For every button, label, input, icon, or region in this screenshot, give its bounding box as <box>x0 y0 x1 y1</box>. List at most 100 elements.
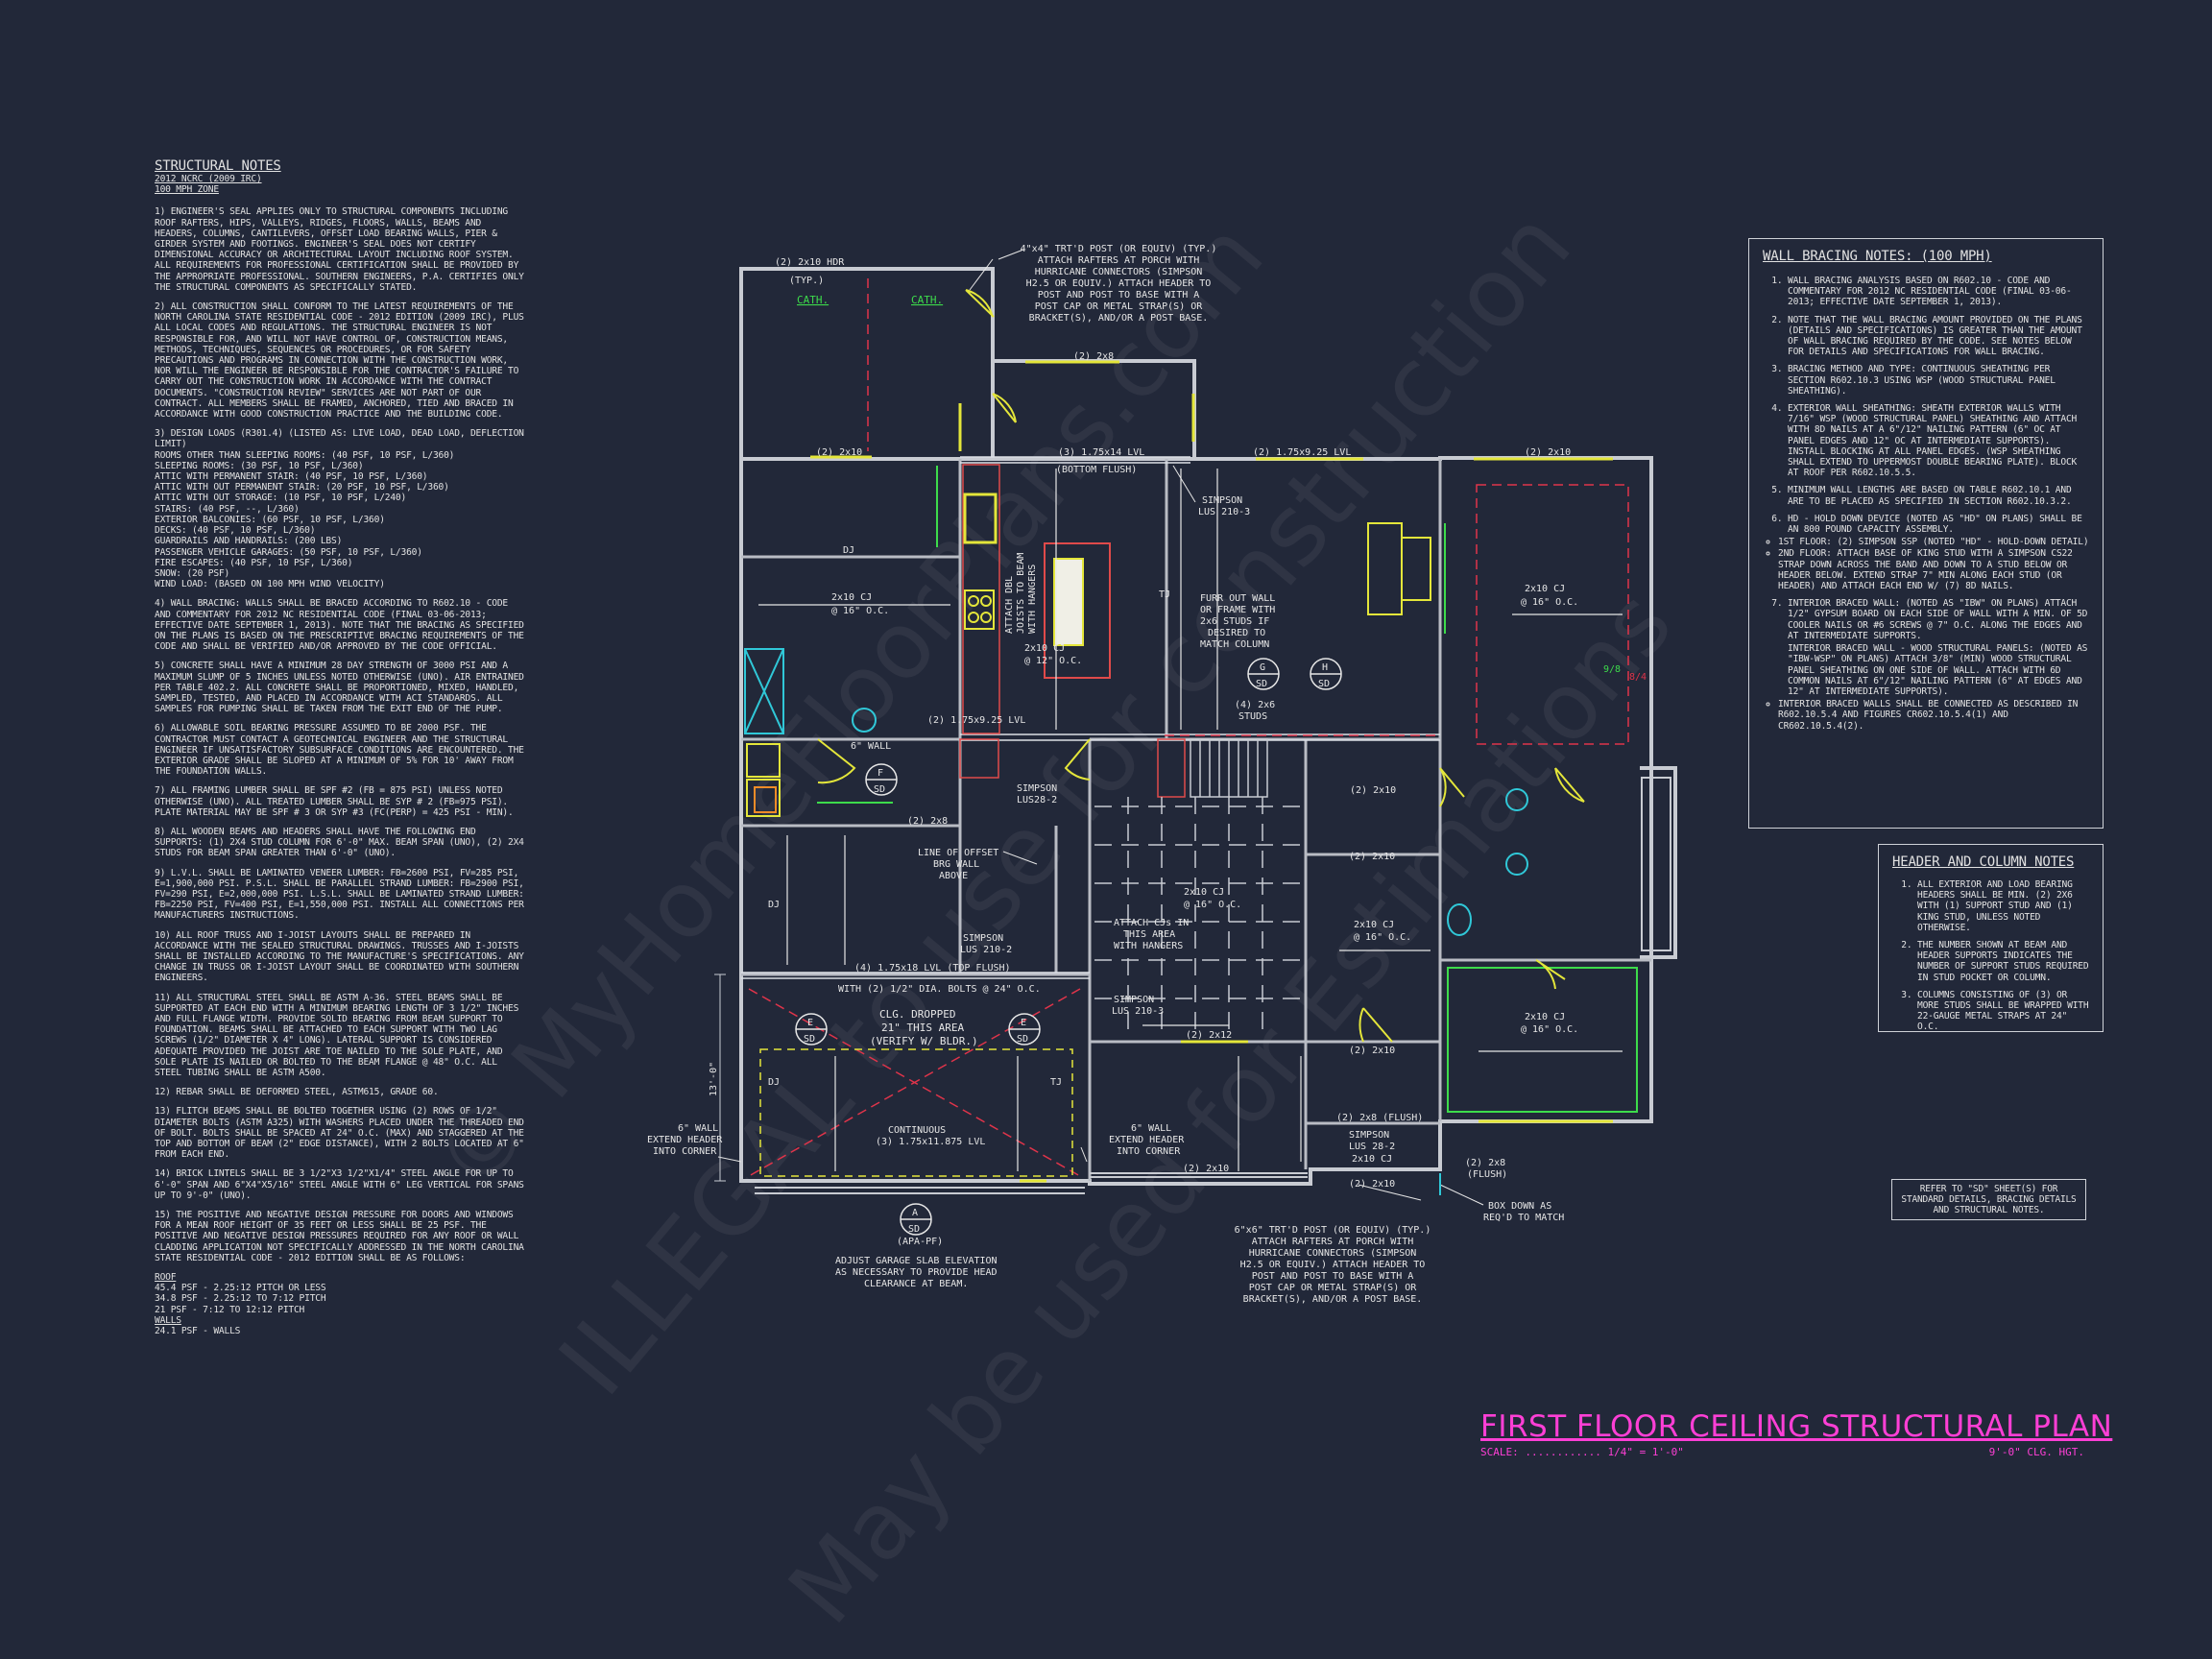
label-dj-3: DJ <box>768 1077 780 1088</box>
structural-notes-code: 2012 NCRC (2009 IRC) <box>155 174 262 184</box>
label-det-g-sd: SD <box>1256 679 1267 689</box>
label-simpson-d2: LUS28-2 <box>1017 795 1057 805</box>
span-arrows <box>758 469 1623 1171</box>
label-typ: (TYP.) <box>789 276 824 286</box>
label-attach-1: ATTACH CJs IN <box>1114 918 1189 928</box>
label-offset-1: LINE OF OFFSET <box>918 848 998 858</box>
roof-title: ROOF <box>155 1272 177 1284</box>
label-clg-1: CLG. DROPPED <box>879 1008 955 1021</box>
plan-title: FIRST FLOOR CEILING STRUCTURAL PLAN <box>1480 1409 2113 1444</box>
label-garage-2: AS NECESSARY TO PROVIDE HEAD <box>835 1267 998 1278</box>
structural-note-13: 13) FLITCH BEAMS SHALL BE BOLTED TOGETHE… <box>155 1106 524 1161</box>
vaulted-lines <box>748 278 1629 1177</box>
rear-note-line-4: H2.5 OR EQUIV.) ATTACH HEADER TO <box>1240 1260 1426 1270</box>
label-furr-3: 2x6 STUDS IF <box>1200 616 1269 627</box>
label-simpson-b1: SIMPSON <box>963 933 1003 944</box>
label-hd-tag: 9/8 <box>1603 664 1621 675</box>
title-block: FIRST FLOOR CEILING STRUCTURAL PLAN SCAL… <box>1480 1409 2113 1458</box>
label-garage-3: CLEARANCE AT BEAM. <box>864 1279 968 1289</box>
label-hdr-2x10: (2) 2x10 HDR <box>775 257 845 268</box>
label-attach-dbl-3: WITH HANGERS <box>1027 565 1038 634</box>
wall-bracing-title: WALL BRACING NOTES: (100 MPH) <box>1763 249 1992 264</box>
label-h-2x8-porch: (2) 2x8 <box>1073 351 1114 362</box>
structural-note-3: 3) DESIGN LOADS (R301.4) (LISTED AS: LIV… <box>155 428 524 590</box>
label-det-e1: E <box>807 1018 813 1028</box>
bracing-item-7-text: INTERIOR BRACED WALL: (NOTED AS "IBW" ON… <box>1788 598 2088 641</box>
bracing-item-1: WALL BRACING ANALYSIS BASED ON R602.10 -… <box>1788 276 2089 308</box>
label-clg-3: (VERIFY W/ BLDR.) <box>870 1035 978 1047</box>
joist-grid <box>1094 797 1301 1037</box>
label-lvl-top-flush: (4) 1.75x18 LVL (TOP FLUSH) <box>854 963 1011 974</box>
structural-note-11: 11) ALL STRUCTURAL STEEL SHALL BE ASTM A… <box>155 992 519 1079</box>
label-simpson-b2: LUS 210-2 <box>960 945 1012 955</box>
label-flush-1: (2) 2x8 <box>1465 1158 1505 1168</box>
label-lvl-925-b: (2) 1.75x9.25 LVL <box>927 715 1025 726</box>
structural-note-1: 1) ENGINEER'S SEAL APPLIES ONLY TO STRUC… <box>155 206 524 293</box>
fireplace <box>1367 522 1431 615</box>
plan-text: (2) 2x10 HDR (TYP.) CATH. CATH. (2) 2x10… <box>647 257 1647 1289</box>
kitchen <box>962 464 1111 734</box>
label-h-2x10-d: (2) 2x10 <box>1350 785 1396 796</box>
roof-line-3: 21 PSF - 7:12 TO 12:12 PITCH <box>155 1304 305 1315</box>
wall-pressures: 24.1 PSF - WALLS <box>155 1326 529 1336</box>
label-cj-d: 2x10 CJ <box>1354 920 1394 930</box>
bracing-item-4: EXTERIOR WALL SHEATHING: SHEATH EXTERIOR… <box>1788 403 2089 478</box>
rear-note-line-2: ATTACH RAFTERS AT PORCH WITH <box>1252 1237 1414 1247</box>
label-h-2x8-b: (2) 2x8 <box>907 816 948 827</box>
label-ext-right-1: 6" WALL <box>1131 1123 1171 1134</box>
porch-post-note: 4"x4" TRT'D POST (OR EQUIV) (TYP.)ATTACH… <box>1021 244 1217 324</box>
label-furr-5: MATCH COLUMN <box>1200 639 1269 650</box>
label-cj-b: 2x10 CJ <box>1525 584 1565 594</box>
bath-fixtures <box>744 648 1671 951</box>
rear-post-note: 6"x6" TRT'D POST (OR EQUIV) (TYP.)ATTACH… <box>1235 1225 1431 1305</box>
label-clg-2: 21" THIS AREA <box>881 1022 964 1034</box>
label-cj-f: 2x10 CJ <box>1352 1154 1392 1165</box>
structural-note-9: 9) L.V.L. SHALL BE LAMINATED VENEER LUMB… <box>155 867 524 922</box>
label-ext-left-1: 6" WALL <box>678 1123 718 1134</box>
label-furr-4: DESIRED TO <box>1208 628 1265 638</box>
header-note-1: ALL EXTERIOR AND LOAD BEARING HEADERS SH… <box>1917 879 2089 933</box>
label-lvl-bottom: (3) 1.75x14 LVL <box>1058 447 1144 458</box>
label-bottom-flush: (BOTTOM FLUSH) <box>1056 465 1137 475</box>
label-cath-1: CATH. <box>797 294 829 306</box>
porch-note-line-4: H2.5 OR EQUIV.) ATTACH HEADER TO <box>1026 278 1212 289</box>
label-cj-a: 2x10 CJ <box>831 592 872 603</box>
laundry <box>746 743 781 817</box>
label-attach-dbl-1: ATTACH DBL <box>1004 576 1015 634</box>
roof-line-2: 34.8 PSF - 2.25:12 TO 7:12 PITCH <box>155 1293 326 1305</box>
structural-note-4: 4) WALL BRACING: WALLS SHALL BE BRACED A… <box>155 598 524 653</box>
label-det-e2: E <box>1021 1018 1026 1028</box>
bracing-item-6: HD - HOLD DOWN DEVICE (NOTED AS "HD" ON … <box>1778 514 2089 591</box>
label-oc-d: @ 16" O.C. <box>1354 932 1411 943</box>
structural-note-8: 8) ALL WOODEN BEAMS AND HEADERS SHALL HA… <box>155 826 524 859</box>
label-simpson-a1: SIMPSON <box>1202 495 1242 506</box>
walls-title: WALLS <box>155 1314 181 1326</box>
label-offset-2: BRG WALL <box>933 859 979 870</box>
bracing-item-2: NOTE THAT THE WALL BRACING AMOUNT PROVID… <box>1788 315 2089 358</box>
rear-note-line-6: POST CAP OR METAL STRAP(S) OR <box>1249 1283 1418 1293</box>
label-dj-2: DJ <box>768 900 780 910</box>
porch-note-line-5: POST AND POST TO BASE WITH A <box>1038 290 1200 301</box>
structural-note-12: 12) REBAR SHALL BE DEFORMED STEEL, ASTM6… <box>155 1087 439 1098</box>
structural-note-7: 7) ALL FRAMING LUMBER SHALL BE SPF #2 (F… <box>155 785 514 818</box>
label-ext-left-3: INTO CORNER <box>653 1146 717 1157</box>
structural-notes-paragraphs: 1) ENGINEER'S SEAL APPLIES ONLY TO STRUC… <box>155 206 529 1263</box>
label-dj-1: DJ <box>843 545 854 556</box>
ceiling-height: 9'-0" CLG. HGT. <box>1988 1446 2084 1458</box>
bracing-item-3: BRACING METHOD AND TYPE: CONTINUOUS SHEA… <box>1788 364 2089 397</box>
label-attach-dbl-2: JOISTS TO BEAM <box>1016 553 1026 634</box>
label-oc-b: @ 16" O.C. <box>1521 597 1578 608</box>
label-garage-1: ADJUST GARAGE SLAB ELEVATION <box>835 1256 998 1266</box>
green-outlines <box>817 466 1638 1113</box>
porch-note-line-1: 4"x4" TRT'D POST (OR EQUIV) (TYP.) <box>1021 244 1217 254</box>
label-h-2x12: (2) 2x12 <box>1186 1030 1232 1041</box>
label-det-g: G <box>1260 662 1265 673</box>
label-oc-e: @ 16" O.C. <box>1521 1024 1578 1035</box>
label-attach-3: WITH HANGERS <box>1114 941 1183 951</box>
label-continuous-2: (3) 1.75x11.875 LVL <box>876 1137 985 1147</box>
label-oc-c: @ 16" O.C. <box>1184 900 1241 910</box>
label-det-h: H <box>1322 662 1328 673</box>
label-h-2x8-flush: (2) 2x8 (FLUSH) <box>1336 1113 1423 1123</box>
scale-label: SCALE: ............ 1/4" = 1'-0" <box>1480 1446 1684 1458</box>
